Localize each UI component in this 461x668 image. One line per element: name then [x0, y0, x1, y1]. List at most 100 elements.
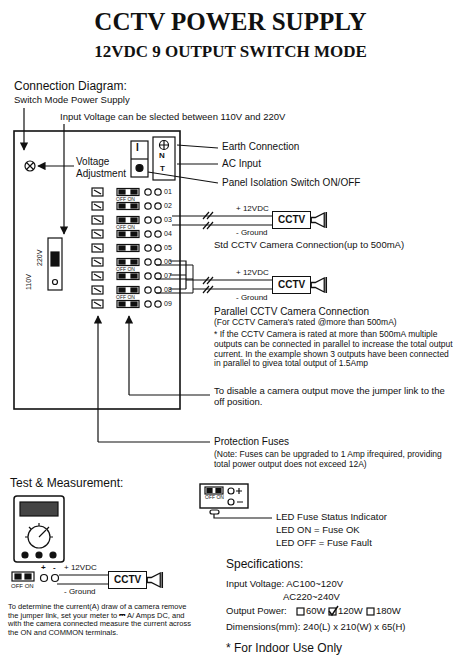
terminal-screw: [155, 273, 161, 279]
camera-lens: [311, 278, 324, 292]
jumper-pin: [15, 574, 21, 579]
voltage-selector: [48, 238, 62, 290]
terminal-screw: [155, 231, 161, 237]
terminal-screw: [145, 273, 151, 279]
note: * If the CCTV Camera is rated at more th…: [214, 330, 454, 369]
leader-line: [177, 163, 218, 164]
jumper-pin: [216, 489, 221, 493]
wire-label: - Ground: [64, 587, 96, 596]
led-indicator-box: [200, 484, 248, 508]
terminal-screw: [155, 245, 161, 251]
jumper-pin: [131, 204, 137, 208]
terminal-screw: [228, 499, 234, 505]
earth-terminal: [160, 141, 169, 150]
output-number: 06: [164, 258, 172, 266]
section-heading: Specifications:: [226, 558, 303, 572]
jumper-pin: [25, 574, 31, 579]
jumper-label: OFF ON: [116, 267, 135, 272]
jumper-header: [117, 245, 139, 252]
jumper-pin: [131, 288, 137, 292]
terminal-mark: -: [53, 563, 56, 572]
jumper-header: [117, 287, 139, 294]
jumper-pin: [119, 246, 125, 250]
switch-off-mark: [136, 165, 143, 172]
callout: LED OFF = Fuse Fault: [276, 538, 372, 549]
fuse: [92, 244, 103, 252]
caption: (For CCTV Camera's rated @more than 500m…: [214, 318, 397, 328]
jumper-header: [117, 231, 139, 238]
selector-knob: [51, 252, 59, 266]
fuse-mark: [94, 274, 101, 278]
leader-line: [177, 145, 218, 148]
leader-line: [129, 394, 210, 395]
fuse-mark: [94, 190, 101, 194]
jumper-header: [117, 301, 139, 308]
jumper-pin: [131, 260, 137, 264]
output-number: 07: [164, 272, 172, 280]
meter-jack: [22, 552, 28, 558]
output-number: 03: [164, 216, 172, 224]
checkbox-tick: [329, 606, 338, 615]
jumper-pin: [131, 302, 137, 306]
fuse-mark: [94, 246, 101, 250]
isolation-switch: [131, 141, 148, 177]
output-number: 04: [164, 230, 172, 238]
led: [210, 510, 219, 514]
jumper-header: [117, 273, 139, 280]
jumper-pin: [119, 260, 125, 264]
earth-symbol: [160, 141, 169, 150]
checkbox: [297, 608, 304, 615]
fuse: [92, 230, 103, 238]
terminal-screw: [145, 189, 151, 195]
jumper-pin: [119, 190, 125, 194]
camera-lens: [147, 573, 160, 587]
fuse-mark: [94, 218, 101, 222]
title: CCTV POWER SUPPLY: [0, 8, 461, 37]
camera-lens: [311, 213, 324, 227]
jumper-pin: [131, 232, 137, 236]
subtitle: 12VDC 9 OUTPUT SWITCH MODE: [0, 42, 461, 62]
terminal-screw: [145, 259, 151, 265]
wire-label: + 12VDC: [236, 204, 269, 213]
fuse: [92, 258, 103, 266]
leader-line: [214, 514, 272, 518]
leader-line: [97, 316, 98, 442]
camera-lens-rim: [161, 572, 163, 588]
meter-jack: [36, 552, 42, 558]
camera-lens-rim: [325, 212, 327, 228]
camera-box: CCTV: [272, 276, 311, 294]
switch-mark: I: [136, 142, 139, 154]
jumper-label: OFF ON: [205, 495, 224, 500]
jumper-header: [117, 217, 139, 224]
output-number: 09: [164, 300, 172, 308]
caption: Std CCTV Camera Connection(up to 500mA): [214, 240, 404, 251]
note: * For Indoor Use Only: [226, 642, 342, 656]
jumper-pin: [119, 302, 125, 306]
terminal-screw: [155, 259, 161, 265]
leader-line: [63, 124, 64, 234]
fuse: [92, 188, 103, 196]
multimeter: [14, 496, 64, 562]
spec-line: Input Voltage: AC100~120V: [226, 579, 343, 590]
callout: LED ON = Fuse OK: [276, 525, 360, 536]
caption: Parallel CCTV Camera Connection: [214, 306, 369, 318]
terminal-screw: [145, 301, 151, 307]
jumper-pin: [119, 204, 125, 208]
fuse: [92, 300, 103, 308]
terminal-marks: [236, 488, 243, 502]
jumper-label: OFF ON: [116, 295, 135, 300]
checkbox-label: 180W: [376, 606, 401, 617]
camera-wire: [172, 216, 272, 225]
wire-break: [203, 212, 213, 229]
camera-box: CCTV: [272, 211, 311, 229]
terminal-screw: [155, 189, 161, 195]
leader-line: [128, 316, 129, 395]
meter-display: [20, 502, 58, 516]
dial-marks: [25, 523, 53, 537]
terminal-screw: [155, 287, 161, 293]
leader-line: [148, 172, 218, 183]
selector-screw: [53, 280, 58, 285]
callout: Voltage Adjustment: [76, 156, 128, 179]
terminal-mark: +: [41, 563, 46, 572]
wire-label: + 12VDC: [64, 563, 97, 572]
